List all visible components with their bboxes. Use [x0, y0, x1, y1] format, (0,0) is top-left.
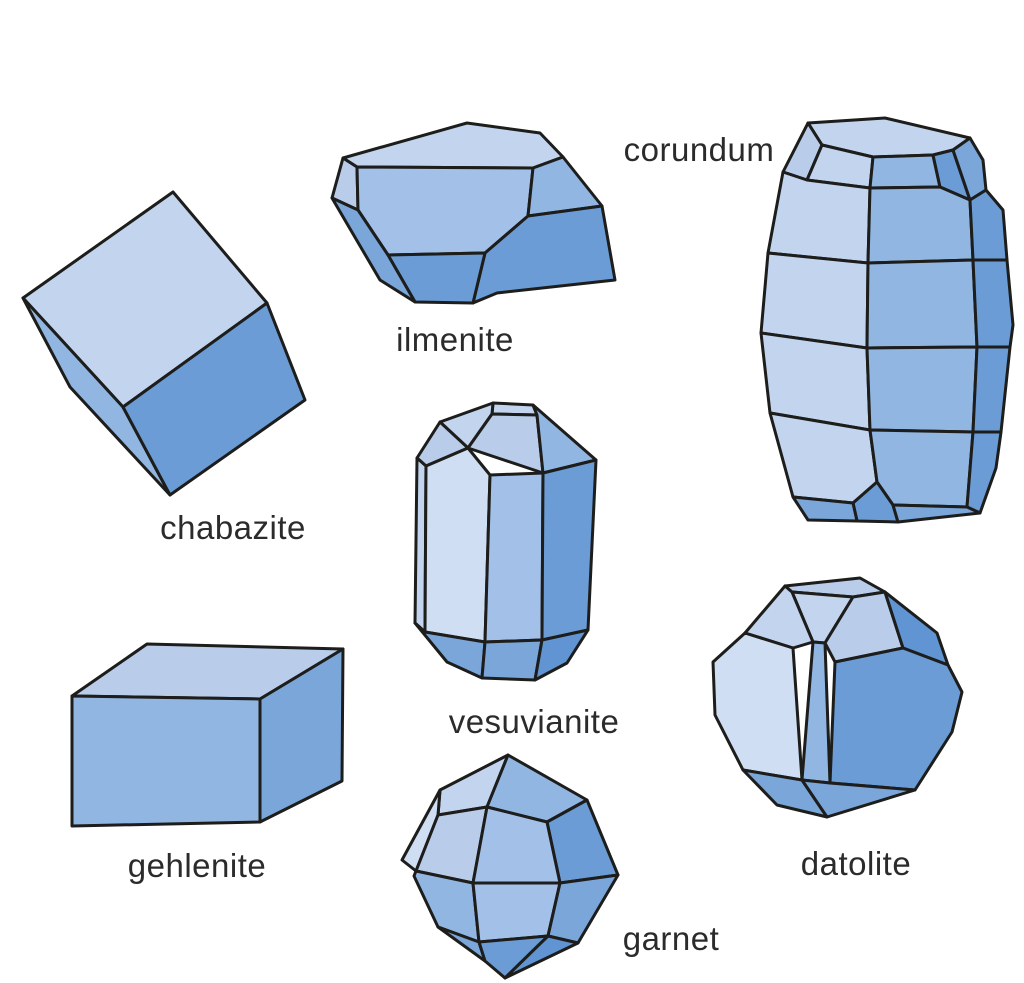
gehlenite-figure [30, 610, 360, 900]
vesuvianite-face [480, 638, 544, 682]
corundum-face [968, 188, 1009, 262]
vesuvianite-face [540, 458, 598, 642]
chabazite-face [121, 301, 307, 497]
corundum-face [951, 136, 988, 202]
garnet-label: garnet [622, 920, 720, 957]
garnet-face [546, 873, 620, 945]
corundum-face [971, 258, 1015, 349]
garnet-figure [390, 740, 640, 983]
datolite-drawing [711, 576, 964, 819]
vesuvianite-face [483, 471, 545, 644]
corundum-face [851, 480, 900, 524]
corundum-face [791, 495, 859, 523]
gehlenite-face [70, 694, 262, 828]
corundum-face [891, 503, 982, 524]
datolite-figure [690, 555, 990, 885]
chabazite-drawing [21, 190, 307, 497]
vesuvianite-label: vesuvianite [448, 703, 620, 740]
corundum-face [866, 185, 975, 265]
ilmenite-drawing [330, 121, 617, 305]
datolite-face [711, 631, 804, 782]
datolite-face [828, 646, 964, 792]
chabazite-label: chabazite [160, 509, 306, 546]
gehlenite-drawing [70, 642, 345, 828]
gehlenite-face [258, 647, 345, 824]
corundum-face [965, 430, 1003, 515]
corundum-figure [740, 100, 1024, 545]
vesuvianite-drawing [413, 401, 598, 682]
datolite-face [743, 584, 815, 650]
corundum-face [865, 345, 979, 434]
ilmenite-label: ilmenite [396, 321, 514, 358]
garnet-face [471, 881, 562, 944]
corundum-drawing [759, 116, 1015, 524]
ilmenite-face [330, 196, 417, 304]
vesuvianite-face [423, 446, 492, 644]
corundum-face [868, 153, 942, 190]
ilmenite-face [341, 121, 565, 170]
vesuvianite-figure [390, 390, 630, 700]
garnet-face [503, 934, 580, 980]
ilmenite-figure [320, 100, 630, 320]
garnet-drawing [400, 753, 620, 980]
chabazite-figure [20, 170, 320, 510]
corundum-face [865, 258, 979, 350]
datolite-face [800, 640, 832, 785]
corundum-face [759, 251, 870, 350]
vesuvianite-face [533, 628, 590, 682]
corundum-face [971, 345, 1012, 434]
gehlenite-label: gehlenite [127, 847, 267, 884]
corundum-label: corundum [623, 131, 775, 168]
datolite-face [800, 778, 917, 819]
corundum-face [766, 170, 872, 265]
datolite-label: datolite [800, 845, 912, 882]
